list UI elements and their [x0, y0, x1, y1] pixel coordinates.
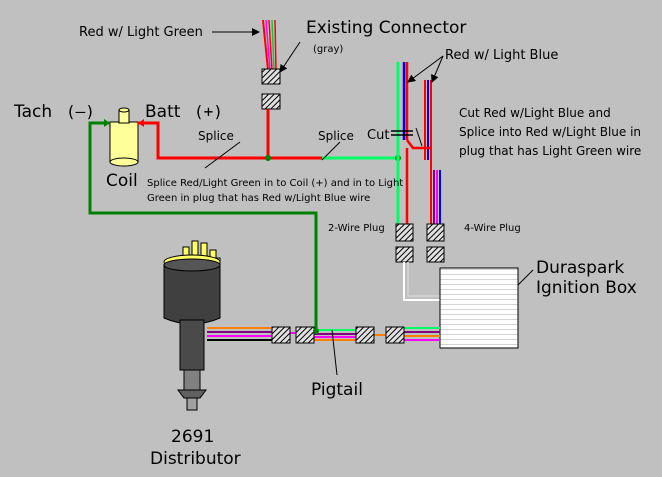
cut-note-leader: [415, 127, 423, 147]
batt-sign-label: (+): [194, 102, 223, 121]
pigtail-label: Pigtail: [311, 380, 363, 400]
tach-terminal-arrow: [104, 119, 110, 127]
splice-right-leader: [321, 141, 341, 161]
distributor-harness: [207, 327, 440, 341]
pigtail-connector-left: [295, 326, 315, 344]
tach-label: Tach: [13, 102, 52, 122]
duraspark-leader: [517, 269, 534, 286]
distributor-connector: [271, 326, 291, 344]
distributor-label: Distributor: [150, 449, 241, 469]
four-wire-plug-label: 4-Wire Plug: [464, 223, 521, 234]
splice-left-label: Splice: [198, 129, 234, 143]
batt-label: Batt: [145, 102, 181, 122]
red-light-blue-splice-jumper: [406, 139, 431, 150]
pigtail-leader: [331, 329, 338, 376]
two-wire-harness: [396, 62, 409, 225]
red-light-blue-arrow-left: [407, 55, 444, 83]
batt-terminal-arrow: [138, 119, 144, 127]
cut-note-line-1: Cut Red w/Light Blue and: [459, 106, 611, 120]
red-light-green-splice-wire: [152, 121, 322, 160]
tach-wire: [88, 121, 318, 330]
splice-note-line-2: Green in plug that has Red w/Light Blue …: [147, 193, 370, 204]
existing-connector-mate: [261, 93, 281, 110]
cut-note-line-2: Splice into Red w/Light Blue in: [459, 125, 641, 139]
white-wire-to-box: [403, 262, 440, 301]
red-light-blue-arrow-right: [431, 55, 444, 83]
splice-dot-left: [265, 155, 271, 161]
existing-connector-gray-label: (gray): [313, 44, 343, 55]
distributor: [163, 240, 221, 411]
splice-note-line-1: Splice Red/Light Green in to Coil (+) an…: [147, 178, 403, 189]
coil: [109, 107, 139, 167]
duraspark-ignition-box: [439, 267, 519, 349]
tach-sign-label: (–): [66, 102, 95, 121]
existing-connector-block: [261, 68, 281, 85]
two-wire-plug-mate: [395, 246, 414, 263]
distributor-number-label: 2691: [171, 427, 214, 447]
two-wire-plug-label: 2-Wire Plug: [328, 223, 385, 234]
duraspark-label-line-2: Ignition Box: [536, 278, 637, 298]
splice-right-label: Splice: [318, 129, 354, 143]
splice-left-leader: [204, 141, 241, 169]
box-connector: [385, 326, 405, 344]
pigtail-connector-right: [355, 326, 375, 344]
red-light-green-label: Red w/ Light Green: [79, 25, 203, 40]
red-light-blue-label: Red w/ Light Blue: [445, 48, 558, 63]
existing-connector-arrow: [279, 41, 301, 73]
two-wire-plug: [395, 223, 414, 242]
cut-note-line-3: plug that has Light Green wire: [459, 144, 641, 158]
gray-wire-to-box: [407, 262, 440, 297]
duraspark-label-line-1: Duraspark: [536, 258, 624, 278]
four-wire-harness: [424, 80, 441, 225]
four-wire-plug-mate: [426, 246, 445, 263]
cut-label: Cut: [367, 128, 389, 143]
coil-label: Coil: [106, 171, 138, 191]
existing-connector-label: Existing Connector: [306, 18, 466, 38]
existing-connector-wires: [262, 19, 277, 71]
four-wire-plug: [426, 223, 445, 242]
tach-splice-dot: [313, 328, 319, 334]
